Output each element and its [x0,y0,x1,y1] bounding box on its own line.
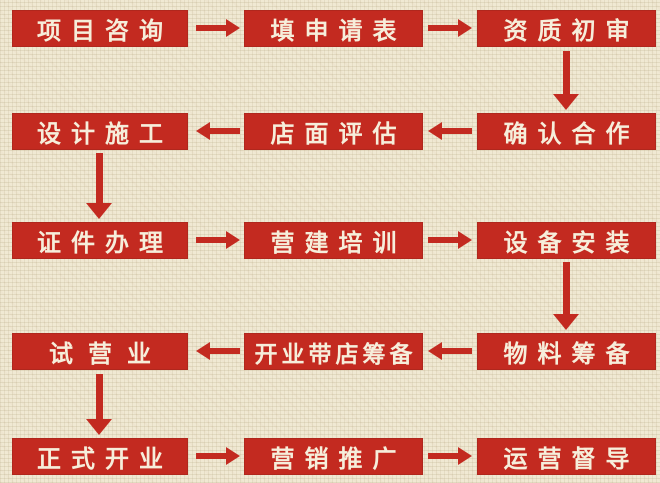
arrow-right-icon [428,447,472,465]
arrow-right-icon [428,19,472,37]
flow-step-equipment-installation: 设备安装 [477,222,656,259]
flow-step-trial-operation: 试营业 [12,333,188,370]
flow-step-opening-store-preparation: 开业带店筹备 [244,333,423,370]
flow-step-label: 营销推广 [270,446,407,473]
flow-step-label: 试营业 [49,341,166,368]
flow-step-qualification-review: 资质初审 [477,10,656,47]
flow-step-label: 正式开业 [37,446,173,473]
arrow-left-icon [196,342,240,360]
flow-step-label: 设备安装 [503,230,640,257]
flow-step-marketing-promotion: 营销推广 [244,438,423,475]
flow-step-label: 证件办理 [37,230,173,257]
flow-step-label: 开业带店筹备 [254,340,417,367]
arrow-down-icon [86,153,112,219]
arrow-right-icon [196,19,240,37]
flow-step-design-construction: 设计施工 [12,113,188,150]
flow-step-label: 运营督导 [503,446,640,473]
arrow-right-icon [196,447,240,465]
arrow-left-icon [428,342,472,360]
flow-step-label: 店面评估 [270,121,407,148]
flow-step-label: 设计施工 [37,121,173,148]
flow-step-license-processing: 证件办理 [12,222,188,259]
arrow-left-icon [428,122,472,140]
flow-step-construction-training: 营建培训 [244,222,423,259]
arrow-down-icon [86,374,112,435]
arrow-down-icon [553,262,579,330]
arrow-left-icon [196,122,240,140]
flow-step-confirm-cooperation: 确认合作 [477,113,656,150]
arrow-right-icon [196,231,240,249]
arrow-down-icon [553,51,579,110]
flow-step-label: 确认合作 [503,121,640,148]
flow-step-label: 填申请表 [270,18,407,45]
flow-step-material-preparation: 物料筹备 [477,333,656,370]
flow-step-fill-application-form: 填申请表 [244,10,423,47]
flow-step-label: 营建培训 [270,230,407,257]
flow-step-store-evaluation: 店面评估 [244,113,423,150]
flow-step-operation-supervision: 运营督导 [477,438,656,475]
flow-step-label: 资质初审 [503,18,640,45]
flow-step-label: 物料筹备 [503,341,640,368]
arrow-right-icon [428,231,472,249]
flow-step-project-consultation: 项目咨询 [12,10,188,47]
flow-step-label: 项目咨询 [37,18,173,45]
flow-step-grand-opening: 正式开业 [12,438,188,475]
